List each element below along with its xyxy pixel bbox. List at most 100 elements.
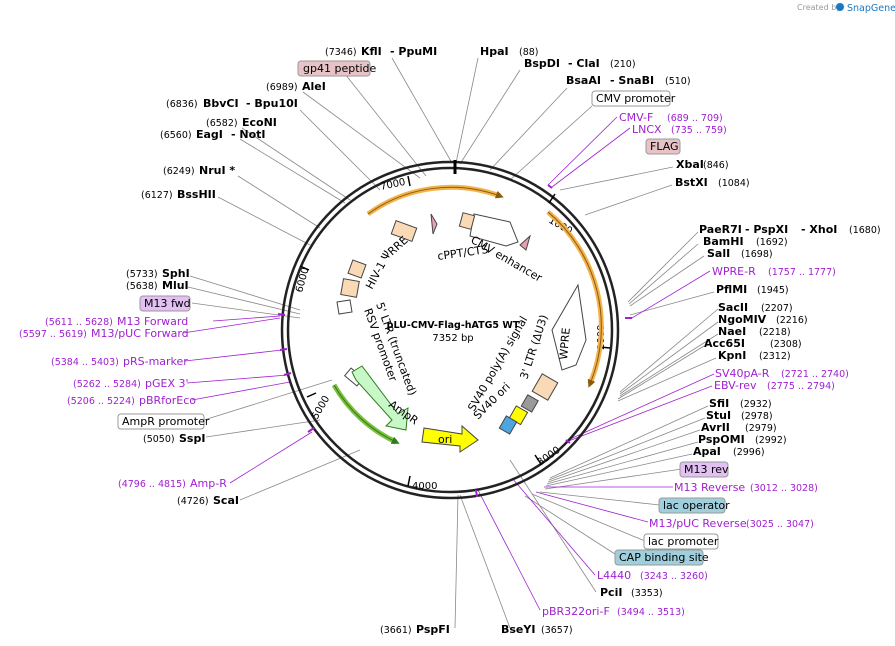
scai-label: ScaI bbox=[213, 494, 239, 507]
kfli-pos: (7346) bbox=[325, 47, 357, 58]
sali-pos: (1698) bbox=[741, 249, 773, 260]
ampr-primer-pos: (4796 .. 4815) bbox=[118, 479, 186, 490]
nrui-pos: (6249) bbox=[163, 166, 195, 177]
flag-marker bbox=[519, 234, 531, 251]
m13pucfwd-label: M13/pUC Forward bbox=[91, 327, 189, 340]
pbr322orif-pos: (3494 .. 3513) bbox=[617, 607, 685, 618]
ori-arrow bbox=[421, 424, 479, 453]
acc65i-label: Acc65I bbox=[704, 337, 745, 350]
m13pucrev-pos: (3025 .. 3047) bbox=[746, 519, 814, 530]
backbone-inner bbox=[286, 166, 614, 494]
bsshii-label: BssHII bbox=[177, 188, 216, 201]
box-m13-fwd: M13 fwd bbox=[144, 297, 191, 310]
bspdi-pos: (210) bbox=[610, 59, 636, 70]
naei-pos: (2218) bbox=[759, 327, 791, 338]
box-lac-promoter: lac promoter bbox=[648, 535, 719, 548]
backbone-outer bbox=[280, 160, 620, 500]
snapgene-logo-icon bbox=[836, 3, 844, 11]
lncx-label: LNCX bbox=[632, 123, 662, 136]
xbai-label: XbaI bbox=[676, 158, 704, 171]
alei-pos: (6989) bbox=[266, 82, 298, 93]
ngomiv-label: NgoMIV bbox=[718, 313, 767, 326]
plasmid-size: 7352 bp bbox=[432, 333, 473, 344]
econi-pos: (6582) bbox=[206, 118, 238, 129]
cppt-block bbox=[458, 212, 476, 230]
m13forward-label: M13 Forward bbox=[117, 315, 188, 328]
hpai-label: HpaI bbox=[480, 45, 509, 58]
pbrforeco-pos: (5206 .. 5224) bbox=[67, 396, 135, 407]
paer7i-pos: (1680) bbox=[849, 225, 881, 236]
pcii-label: PciI bbox=[600, 586, 622, 599]
tick-label-4000: 4000 bbox=[412, 481, 437, 492]
pspfi-label: PspFI bbox=[416, 623, 450, 636]
kfli-extra: - PpuMI bbox=[390, 45, 437, 58]
l4440-pos: (3243 .. 3260) bbox=[640, 571, 708, 582]
pspfi-pos: (3661) bbox=[380, 625, 412, 636]
box-lac-operator: lac operator bbox=[663, 499, 730, 512]
wpre-block bbox=[551, 283, 587, 371]
box-m13-rev: M13 rev bbox=[684, 463, 729, 476]
bseyi-pos: (3657) bbox=[541, 625, 573, 636]
boxed-features: gp41 peptide CMV promoter FLAG M13 fwd M… bbox=[117, 60, 730, 566]
gp41-marker bbox=[430, 213, 438, 235]
ebvrev-pos: (2775 .. 2794) bbox=[767, 381, 835, 392]
sv40par-pos: (2721 .. 2740) bbox=[781, 369, 849, 380]
sphi-label: SphI bbox=[162, 267, 190, 280]
avrii-pos: (2979) bbox=[745, 423, 777, 434]
bamhi-pos: (1692) bbox=[756, 237, 788, 248]
primer-ticks bbox=[277, 184, 632, 498]
ampr-arrow bbox=[351, 365, 409, 431]
bbvci-pos: (6836) bbox=[166, 99, 198, 110]
apai-pos: (2996) bbox=[733, 447, 765, 458]
bspdi-extra: - ClaI bbox=[568, 57, 600, 70]
ampr-ring-arc-outline bbox=[333, 384, 400, 444]
naei-label: NaeI bbox=[718, 325, 746, 338]
cmv-enhancer-arrow bbox=[469, 213, 519, 247]
feat-hiv-psi: HIV-1 Ψ bbox=[363, 248, 394, 291]
nrui-label: NruI * bbox=[199, 164, 235, 177]
bstxi-pos: (1084) bbox=[718, 178, 750, 189]
bsaai-pos: (510) bbox=[665, 76, 691, 87]
kpni-pos: (2312) bbox=[759, 351, 791, 362]
pgex3-label: pGEX 3' bbox=[145, 377, 189, 390]
bspdi-label: BspDI bbox=[524, 57, 560, 70]
econi-label: EcoNI bbox=[242, 116, 277, 129]
m13pucfwd-pos: (5597 .. 5619) bbox=[19, 329, 87, 340]
ebvrev-label: EBV-rev bbox=[714, 379, 757, 392]
plasmid-name: pLU-CMV-Flag-hATG5 WT bbox=[387, 320, 520, 331]
ltr5-block bbox=[340, 278, 360, 298]
sv40-ori-blue-block bbox=[498, 415, 518, 435]
tick-label-7000: 7000 bbox=[379, 177, 406, 193]
sspi-pos: (5050) bbox=[143, 434, 175, 445]
sacii-pos: (2207) bbox=[761, 303, 793, 314]
m13reverse-pos: (3012 .. 3028) bbox=[750, 483, 818, 494]
sspi-label: SspI bbox=[179, 432, 205, 445]
apai-label: ApaI bbox=[693, 445, 721, 458]
orf-arc-right-outline bbox=[547, 211, 602, 388]
prsmarker-pos: (5384 .. 5403) bbox=[51, 357, 119, 368]
tick-label-6000: 6000 bbox=[294, 266, 311, 293]
tick-label-5000: 5000 bbox=[310, 394, 332, 422]
sali-label: SalI bbox=[707, 247, 730, 260]
bsaai-label: BsaAI bbox=[566, 74, 601, 87]
wprer-pos: (1757 .. 1777) bbox=[768, 267, 836, 278]
hiv-psi-block bbox=[347, 259, 367, 279]
box-cap-site: CAP binding site bbox=[619, 551, 709, 564]
stui-pos: (2978) bbox=[741, 411, 773, 422]
kfli-label: KflI bbox=[361, 45, 382, 58]
bseyi-label: BseYI bbox=[501, 623, 535, 636]
sv40-polya-block bbox=[520, 394, 539, 413]
hpai-pos: (88) bbox=[519, 47, 539, 58]
feat-cppt: cPPT/CTS bbox=[437, 243, 489, 263]
box-ampr-promoter: AmpR promoter bbox=[122, 415, 210, 428]
lncx-pos: (735 .. 759) bbox=[671, 125, 727, 136]
paer7i-label: PaeR7I bbox=[699, 223, 742, 236]
feat-wpre: WPRE bbox=[557, 327, 573, 360]
ring-ticks bbox=[299, 175, 611, 487]
l4440-label: L4440 bbox=[597, 569, 631, 582]
cmvf-pos: (689 .. 709) bbox=[667, 113, 723, 124]
scai-pos: (4726) bbox=[177, 496, 209, 507]
mlui-pos: (5638) bbox=[126, 281, 158, 292]
pflmi-pos: (1945) bbox=[757, 285, 789, 296]
